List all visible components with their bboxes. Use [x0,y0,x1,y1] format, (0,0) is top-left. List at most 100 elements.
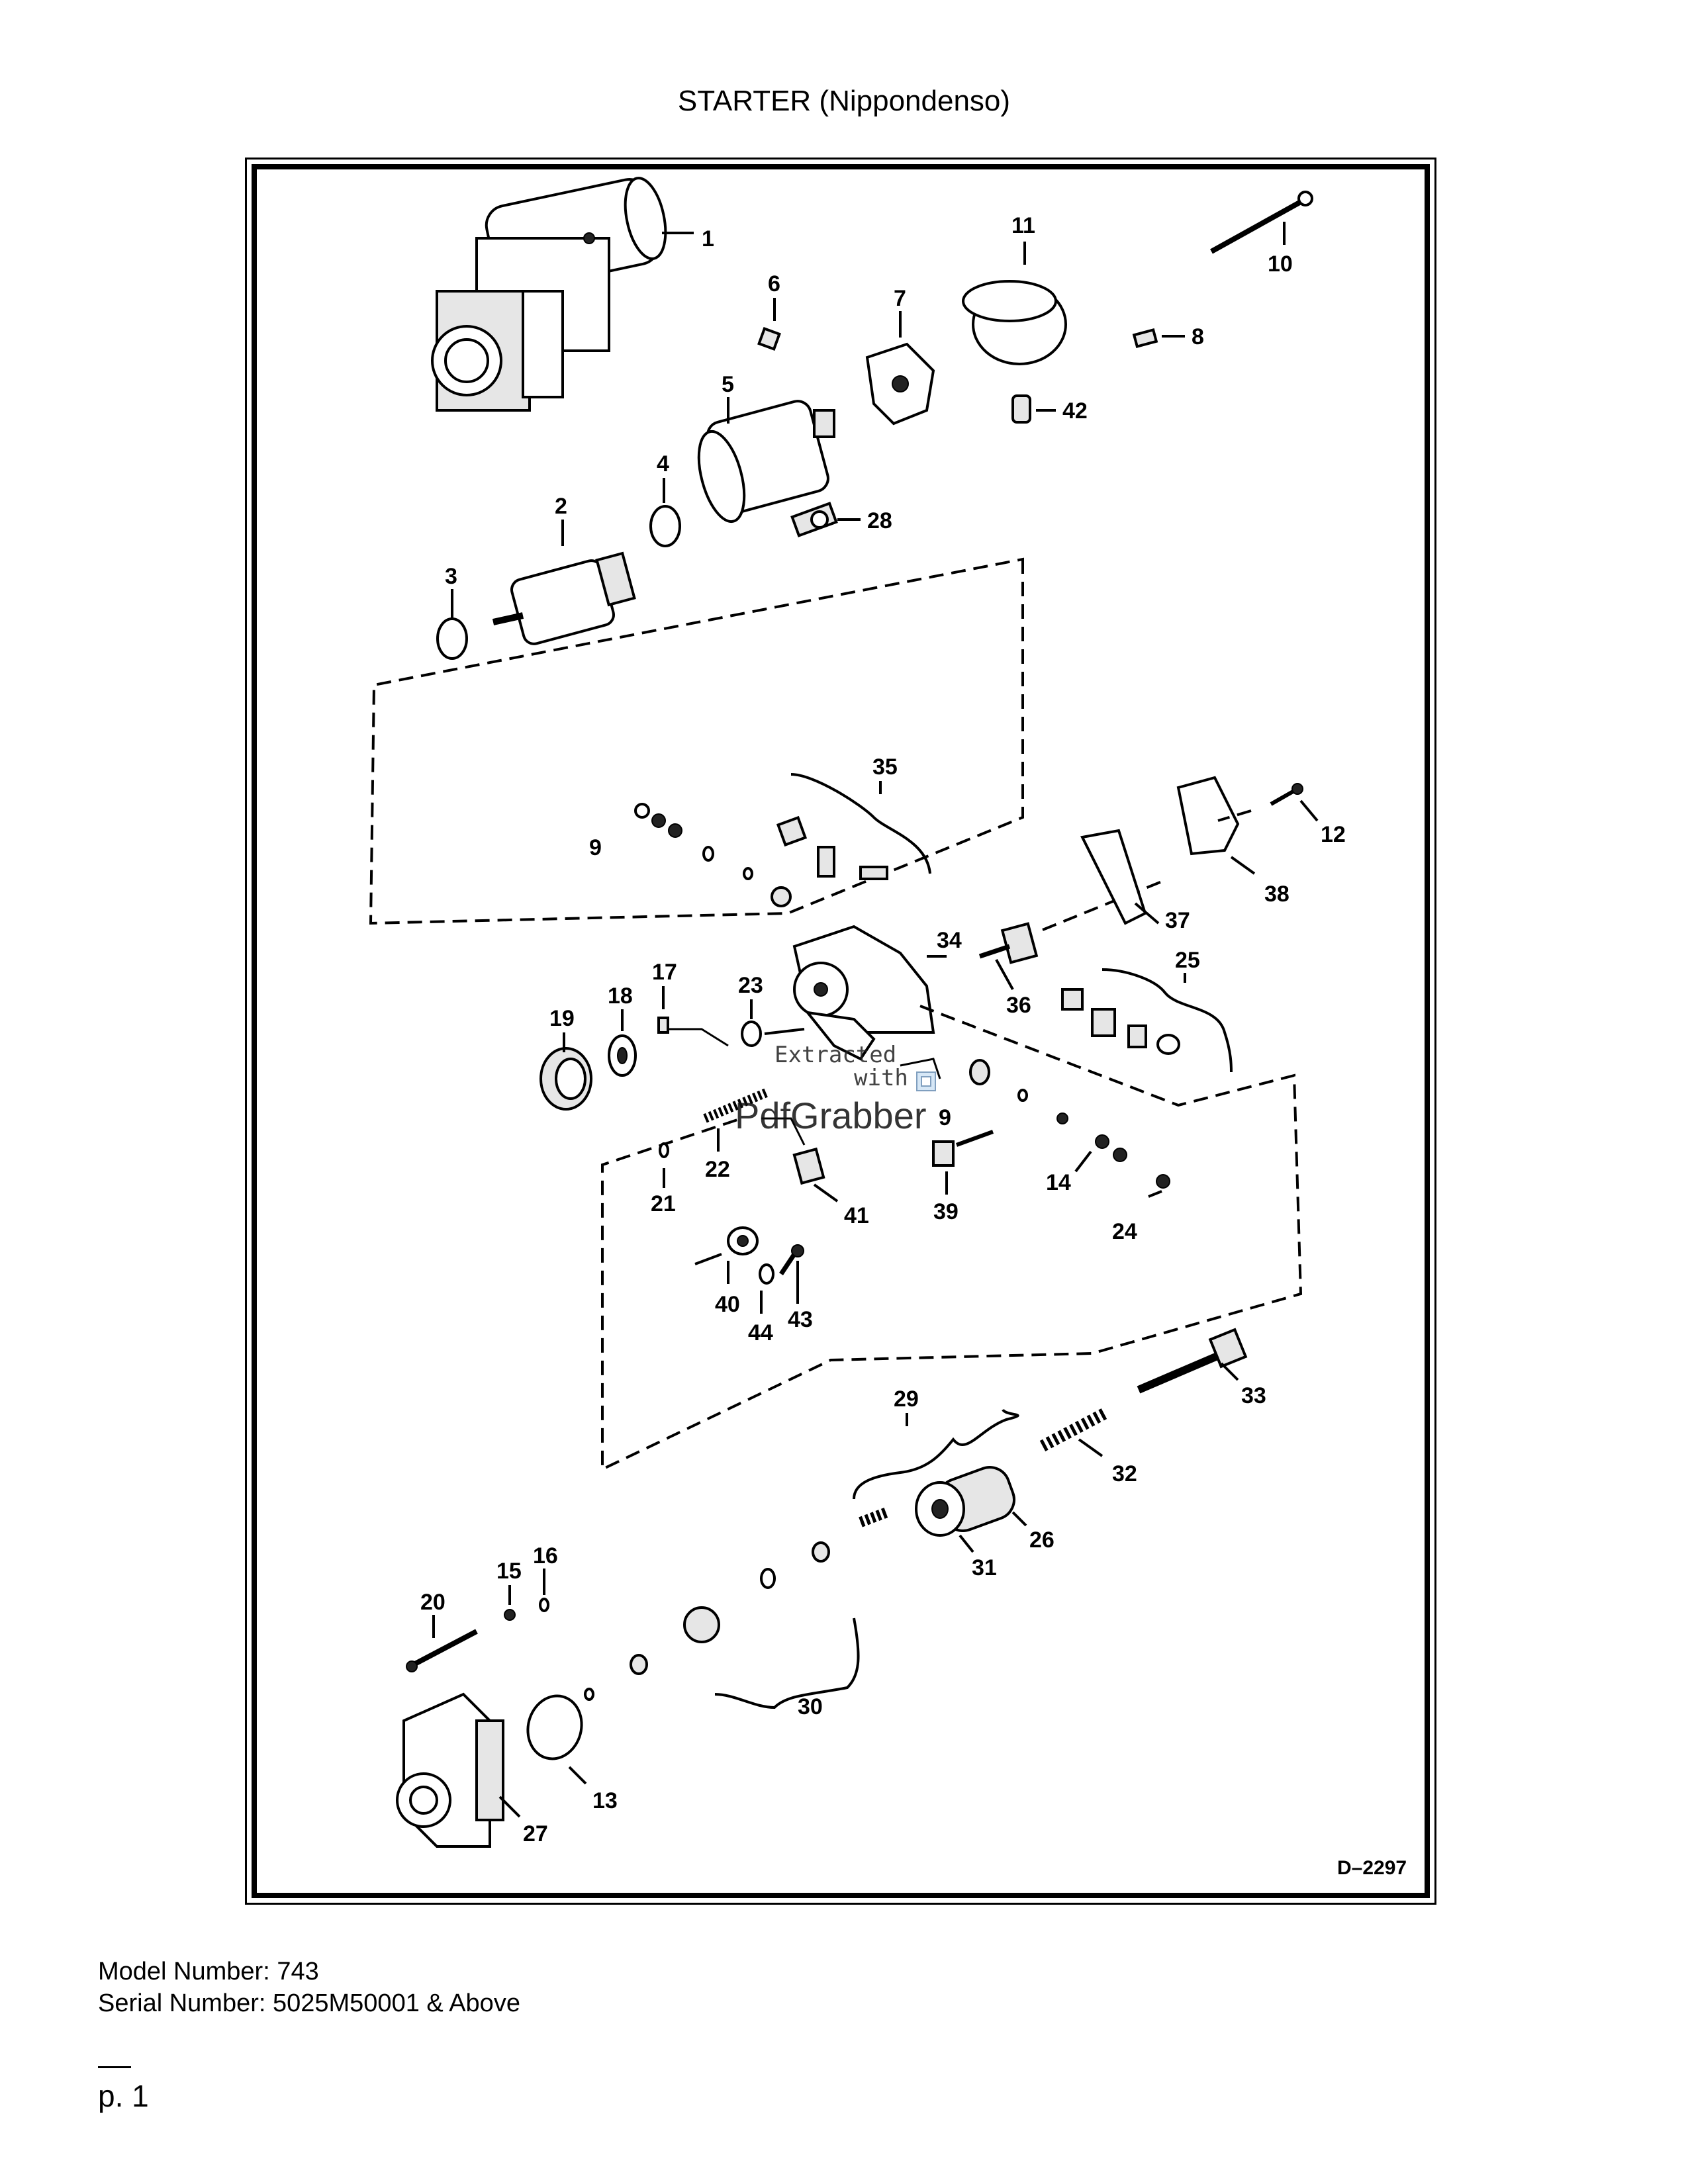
bracket [853,1408,1019,1500]
callout-10: 10 [1268,251,1293,277]
ring-part [759,1263,774,1285]
callout-30: 30 [798,1694,823,1719]
terminal-part [790,502,838,537]
screw-part [1270,783,1303,806]
nut-part [757,327,781,351]
brush-holder-part [865,342,935,426]
switch-part [978,922,1039,964]
spring-part [703,1087,770,1123]
o-ring-part [526,1694,583,1760]
lever-part [727,1226,759,1255]
serial-number: Serial Number: 5025M50001 & Above [98,1989,520,2017]
callout-22: 22 [705,1157,730,1182]
callout-15: 15 [496,1559,522,1584]
callout-43: 43 [788,1307,813,1332]
callout-40: 40 [715,1292,740,1317]
callout-33: 33 [1241,1383,1266,1408]
callout-39: 39 [933,1199,959,1224]
watermark-icon [916,1071,936,1091]
terminal-kit-part [776,815,888,880]
screw-part [1132,328,1158,349]
armature-part [492,551,636,645]
starter-assembly-part [431,177,667,412]
callout-21: 21 [651,1191,676,1216]
nut-washer-stack-part [969,1059,1068,1124]
callout-13: 13 [592,1788,618,1813]
callout-14: 14 [1046,1170,1071,1195]
callout-11: 11 [1011,213,1035,238]
watermark: Extracted with PdfGrabber [735,1042,936,1136]
watermark-line1: Extracted [774,1042,896,1068]
callout-9a: 9 [589,835,602,860]
callout-29: 29 [894,1387,919,1412]
cap-part [1011,394,1031,424]
bolt-part [406,1629,478,1672]
idler-gear-part [608,1034,637,1077]
callout-25: 25 [1175,948,1200,973]
drive-housing-part [396,1692,504,1848]
bearing-part [436,617,468,660]
washer-part [741,1021,762,1047]
bracket [790,773,931,874]
cover-part [1176,776,1240,856]
callout-2: 2 [555,494,567,519]
bracket [714,1617,860,1709]
diagram-frame-outer [245,158,1436,1905]
callout-32: 32 [1112,1461,1137,1486]
page-title: STARTER (Nippondenso) [677,85,1011,117]
callout-42: 42 [1062,398,1088,424]
bolt-part [779,1244,804,1275]
middle-group-outline [601,1005,1303,1472]
callout-8: 8 [1192,324,1204,349]
nut-washer-stack-part [634,803,792,907]
callout-12: 12 [1321,822,1346,847]
callout-28: 28 [867,508,892,533]
callout-4: 4 [657,451,669,477]
page-number: p. 1 [98,2079,149,2113]
callout-26: 26 [1029,1527,1055,1553]
drawing-code: D–2297 [1337,1857,1407,1879]
callout-1: 1 [702,226,714,251]
watermark-line2: with [854,1065,908,1091]
callout-17: 17 [652,960,677,985]
model-number: Model Number: 743 [98,1958,319,1985]
through-bolt-part [1210,191,1313,254]
ring-part [659,1142,669,1158]
washer-part [539,1598,549,1612]
callout-23: 23 [738,973,763,998]
callout-35: 35 [872,754,898,780]
callout-44: 44 [748,1320,773,1345]
bearing-part [649,505,681,547]
nut-part [504,1609,516,1621]
terminal-kit-part [1061,988,1180,1055]
callout-3: 3 [445,564,457,589]
pin-part [657,1017,669,1034]
nut-part [1156,1174,1170,1189]
pinion-group-part [584,1507,889,1701]
callout-41: 41 [844,1203,869,1228]
nut-part [1095,1134,1127,1162]
callout-31: 31 [972,1555,997,1580]
diagram-frame [252,164,1430,1898]
upper-group-outline [369,557,1024,925]
callout-37: 37 [1165,908,1190,933]
yoke-part [962,280,1067,365]
callout-16: 16 [533,1543,558,1569]
callout-6: 6 [768,271,780,296]
callout-36: 36 [1006,993,1031,1018]
callout-20: 20 [420,1590,445,1615]
spring-part [1039,1408,1109,1451]
shaft-part [1137,1328,1248,1394]
gear-part [539,1047,592,1111]
callout-18: 18 [608,983,633,1009]
page-rule [98,2066,131,2068]
callout-7: 7 [894,286,906,311]
overrunning-clutch-part [915,1466,1015,1537]
callout-34: 34 [937,928,962,953]
solenoid-contact-part [932,1130,994,1167]
callout-9b: 9 [939,1105,951,1130]
callout-19: 19 [549,1006,575,1031]
plunger-part [792,1147,825,1185]
callout-24: 24 [1112,1219,1137,1244]
